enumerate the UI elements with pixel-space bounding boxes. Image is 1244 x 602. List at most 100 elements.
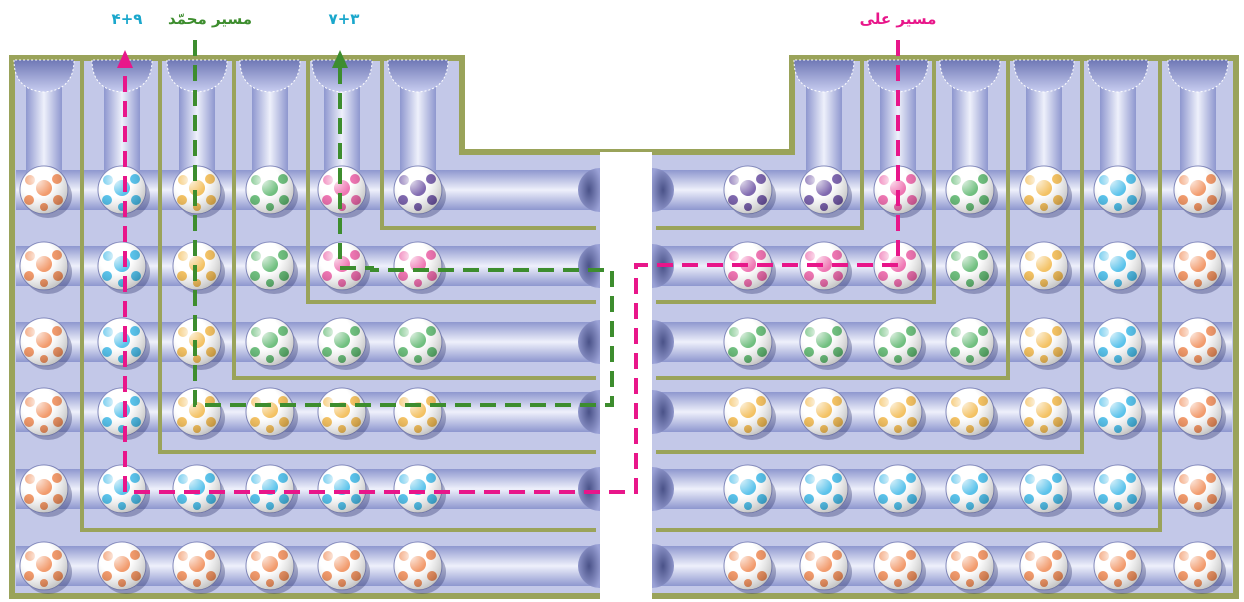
- tube-hole: [578, 467, 600, 511]
- cyan-ball: [172, 464, 225, 517]
- orange-ball: [19, 165, 72, 218]
- purple-ball: [799, 165, 852, 218]
- orange-ball: [1173, 541, 1226, 594]
- cyan-ball: [97, 165, 150, 218]
- orange-ball: [799, 541, 852, 594]
- cyan-ball: [245, 464, 298, 517]
- orange-ball: [172, 541, 225, 594]
- label-path-ali: مسیر علی: [860, 10, 937, 28]
- label-path-mohammad: مسیر محمّد: [168, 10, 252, 28]
- center-holes: [578, 168, 674, 588]
- cyan-ball: [1093, 317, 1146, 370]
- yellow-ball: [873, 387, 926, 440]
- label-sum-mid: ۷+۳: [329, 10, 360, 28]
- separator-line: [306, 60, 596, 304]
- green-ball: [945, 165, 998, 218]
- green-ball: [393, 317, 446, 370]
- green-ball: [873, 317, 926, 370]
- green-ball: [945, 241, 998, 294]
- cyan-ball: [97, 317, 150, 370]
- cyan-ball: [97, 387, 150, 440]
- orange-ball: [723, 541, 776, 594]
- ball-cup: [939, 59, 1001, 93]
- orange-ball: [393, 541, 446, 594]
- tube-hole: [578, 244, 600, 288]
- cyan-ball: [1093, 464, 1146, 517]
- yellow-ball: [1019, 241, 1072, 294]
- orange-ball: [19, 464, 72, 517]
- arrow-up-icon: [117, 50, 133, 68]
- green-ball: [945, 317, 998, 370]
- ball-cup: [793, 59, 855, 93]
- tube-hole: [652, 168, 674, 212]
- orange-ball: [1019, 541, 1072, 594]
- balls: [19, 165, 1226, 594]
- tube-hole: [652, 390, 674, 434]
- separator-line: [656, 60, 864, 230]
- cyan-ball: [873, 464, 926, 517]
- separator-line: [380, 60, 596, 230]
- yellow-ball: [799, 387, 852, 440]
- orange-ball: [19, 241, 72, 294]
- green-ball: [799, 317, 852, 370]
- separator-lines: [80, 60, 1162, 532]
- orange-ball: [245, 541, 298, 594]
- orange-ball: [1093, 541, 1146, 594]
- green-ball: [317, 317, 370, 370]
- label-sum-left: ۴+۹: [112, 10, 143, 28]
- tube-hole: [578, 544, 600, 588]
- cyan-ball: [723, 464, 776, 517]
- cyan-ball: [393, 464, 446, 517]
- separator-line: [232, 60, 596, 380]
- separator-line: [656, 60, 1084, 454]
- orange-ball: [97, 541, 150, 594]
- tube-hole: [578, 320, 600, 364]
- tube-hole: [652, 544, 674, 588]
- yellow-ball: [1019, 317, 1072, 370]
- orange-ball: [1173, 241, 1226, 294]
- purple-ball: [723, 165, 776, 218]
- ball-cup: [387, 59, 449, 93]
- yellow-ball: [1019, 165, 1072, 218]
- ball-cup: [1167, 59, 1229, 93]
- path-ali-line: [123, 40, 900, 494]
- orange-ball: [873, 541, 926, 594]
- separator-line: [656, 60, 1010, 380]
- cyan-ball: [945, 464, 998, 517]
- ball-cup: [1087, 59, 1149, 93]
- ball-cup: [239, 59, 301, 93]
- ball-cup: [1013, 59, 1075, 93]
- orange-ball: [317, 541, 370, 594]
- center-gap: [600, 152, 652, 602]
- cyan-ball: [97, 464, 150, 517]
- purple-ball: [393, 165, 446, 218]
- orange-ball: [19, 541, 72, 594]
- green-ball: [245, 241, 298, 294]
- cyan-ball: [317, 464, 370, 517]
- tube-hole: [578, 168, 600, 212]
- green-ball: [245, 165, 298, 218]
- yellow-ball: [723, 387, 776, 440]
- separator-line: [656, 60, 936, 304]
- green-ball: [245, 317, 298, 370]
- orange-ball: [1173, 464, 1226, 517]
- arrow-up-icon: [332, 50, 348, 68]
- orange-ball: [19, 387, 72, 440]
- pink-ball: [799, 241, 852, 294]
- tube-hole: [652, 467, 674, 511]
- yellow-ball: [945, 387, 998, 440]
- cyan-ball: [1093, 387, 1146, 440]
- cyan-ball: [1093, 241, 1146, 294]
- separator-line: [80, 60, 596, 532]
- orange-ball: [945, 541, 998, 594]
- cyan-ball: [1019, 464, 1072, 517]
- ball-cup: [13, 59, 75, 93]
- path-mohammad-line: [193, 40, 614, 407]
- separator-line: [158, 60, 596, 454]
- ball-cup: [91, 59, 153, 93]
- pink-ball: [317, 165, 370, 218]
- tube-hole: [578, 390, 600, 434]
- top-cups: [13, 59, 1229, 93]
- separator-line: [656, 60, 1162, 532]
- cyan-ball: [799, 464, 852, 517]
